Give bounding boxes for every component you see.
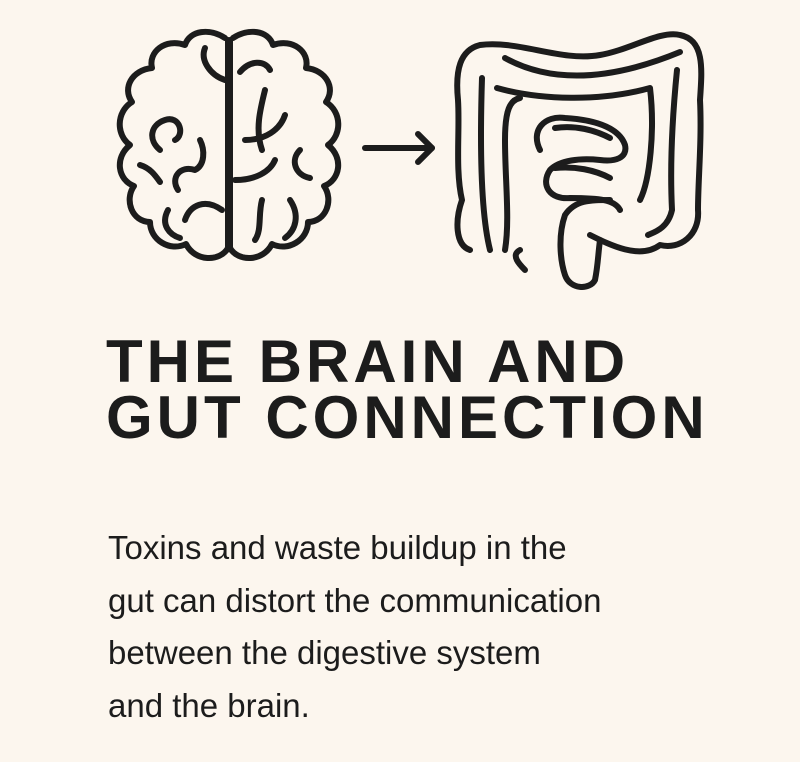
body-line: Toxins and waste buildup in the [108,529,567,566]
title-line-2: GUT CONNECTION [106,384,709,451]
intestines-icon [454,31,705,290]
title-line-1: THE BRAIN AND [106,328,630,395]
illustration [116,28,705,290]
brain-icon [116,28,342,261]
arrow-right-icon [362,131,435,165]
body-text: Toxins and waste buildup in the gut can … [108,522,768,732]
body-line: and the brain. [108,686,310,724]
body-line: gut can distort the communication [108,581,602,619]
page-title: THE BRAIN AND GUT CONNECTION [106,328,786,451]
body-line: between the digestive system [108,634,541,671]
